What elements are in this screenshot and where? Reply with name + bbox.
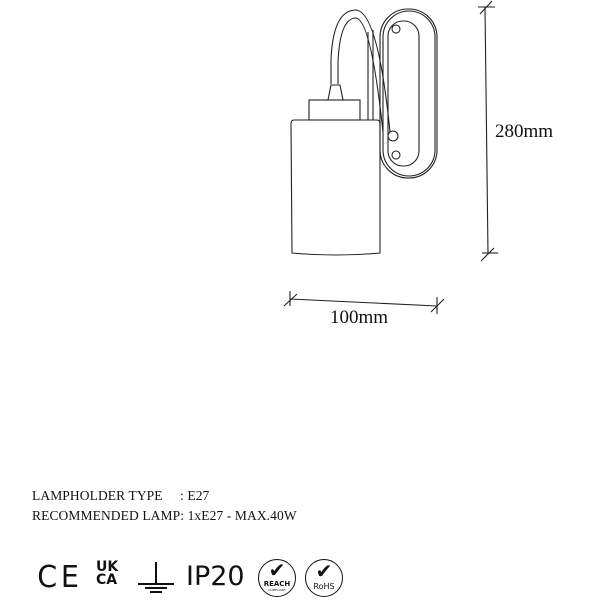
- reach-sub-label: COMPLIANT: [268, 588, 286, 592]
- wall-plate-outer-edge: [382, 10, 436, 177]
- arm-joint: [387, 130, 399, 142]
- ukca-mark-icon: UK CA: [96, 559, 119, 588]
- ukca-top: UK: [96, 559, 119, 575]
- spec-label: LAMPHOLDER TYPE: [32, 488, 163, 503]
- lamp-neck: [327, 84, 344, 101]
- spec-separator: :: [162, 488, 188, 503]
- reach-badge-icon: ✔ REACH COMPLIANT: [258, 559, 296, 597]
- spec-value: 1xE27 - MAX.40W: [187, 508, 297, 523]
- ukca-bottom: CA: [96, 572, 118, 588]
- wall-plate-inner: [387, 20, 420, 167]
- spec-value: E27: [187, 488, 210, 503]
- rohs-badge-icon: ✔ RoHS: [305, 559, 343, 597]
- spec-label: RECOMMENDED LAMP:: [32, 508, 185, 523]
- height-dimension-line: [478, 0, 498, 262]
- reach-label: REACH: [263, 580, 291, 588]
- lamp-shade: [290, 119, 381, 256]
- lamp-arm: [330, 9, 391, 133]
- height-label: 280mm: [495, 121, 554, 142]
- rohs-label: RoHS: [313, 582, 335, 591]
- check-icon: ✔: [268, 558, 286, 582]
- ip-rating: IP20: [186, 561, 245, 592]
- check-icon: ✔: [315, 559, 333, 583]
- lamp-cap: [308, 99, 361, 121]
- spec-lampholder: LAMPHOLDER TYPE : E27: [32, 488, 209, 504]
- screw-top: [391, 24, 401, 34]
- spec-recommended-lamp: RECOMMENDED LAMP: 1xE27 - MAX.40W: [32, 508, 297, 524]
- ce-mark-icon: CE: [37, 560, 83, 595]
- width-dimension-line: [283, 291, 445, 314]
- earth-ground-icon: [138, 562, 174, 593]
- screw-bottom: [391, 150, 401, 160]
- width-label: 100mm: [330, 307, 389, 328]
- wall-plate-outer: [379, 8, 438, 179]
